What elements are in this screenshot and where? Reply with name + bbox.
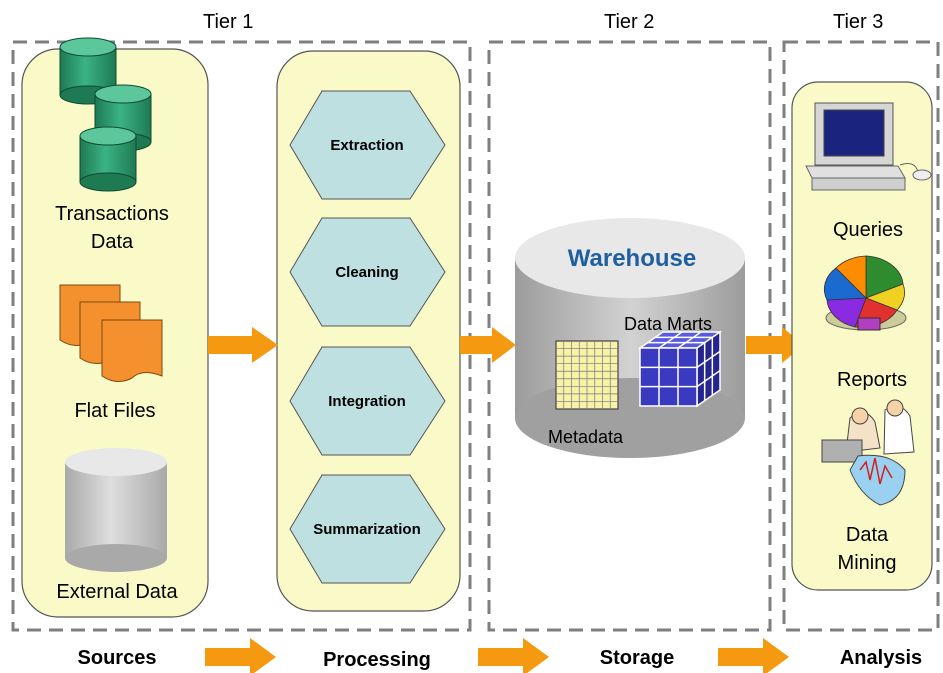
pie-chart-icon <box>823 255 907 331</box>
queries-label: Queries <box>833 219 903 241</box>
storage-to-analysis-arrow <box>746 327 804 363</box>
warehouse-label: Warehouse <box>568 245 696 272</box>
bottom-arrow-3 <box>718 638 789 673</box>
integration-label: Integration <box>328 393 406 410</box>
bottom-arrow-1 <box>205 638 276 673</box>
tier-1-label: Tier 1 <box>203 11 253 33</box>
data-mining-icon <box>821 399 915 506</box>
tier-2-label: Tier 2 <box>604 11 654 33</box>
summarization-step: Summarization <box>289 474 446 584</box>
external-data-label: External Data <box>56 581 178 603</box>
processing-to-storage-arrow <box>460 327 516 363</box>
metadata-icon <box>555 340 619 410</box>
data-mining-label-line-1: Data <box>846 524 889 546</box>
external-data-database-icon <box>65 448 167 572</box>
data-mining-label-line-2: Mining <box>838 552 897 574</box>
transactions-label-line-1: Transactions <box>55 203 169 225</box>
processing-stage-label: Processing <box>323 649 431 671</box>
integration-step: Integration <box>289 346 446 456</box>
computer-icon <box>805 102 932 191</box>
transactions-label-line-2: Data <box>91 231 134 253</box>
extraction-step: Extraction <box>289 90 446 200</box>
cleaning-step: Cleaning <box>289 217 446 327</box>
flat-files-icon <box>59 284 163 382</box>
bottom-arrow-2 <box>478 638 549 673</box>
data-marts-label: Data Marts <box>624 314 712 334</box>
transactions-database-icon <box>59 37 152 192</box>
storage-stage-label: Storage <box>600 647 674 669</box>
summarization-label: Summarization <box>313 521 421 538</box>
sources-to-processing-arrow <box>208 327 278 363</box>
metadata-label: Metadata <box>548 427 624 447</box>
analysis-stage-label: Analysis <box>840 647 922 669</box>
reports-label: Reports <box>837 369 907 391</box>
tier-3-label: Tier 3 <box>833 11 883 33</box>
cleaning-label: Cleaning <box>335 264 398 281</box>
flat-files-label: Flat Files <box>74 400 155 422</box>
data-marts-cube-icon <box>637 330 723 408</box>
extraction-label: Extraction <box>330 137 403 154</box>
sources-stage-label: Sources <box>78 647 157 669</box>
